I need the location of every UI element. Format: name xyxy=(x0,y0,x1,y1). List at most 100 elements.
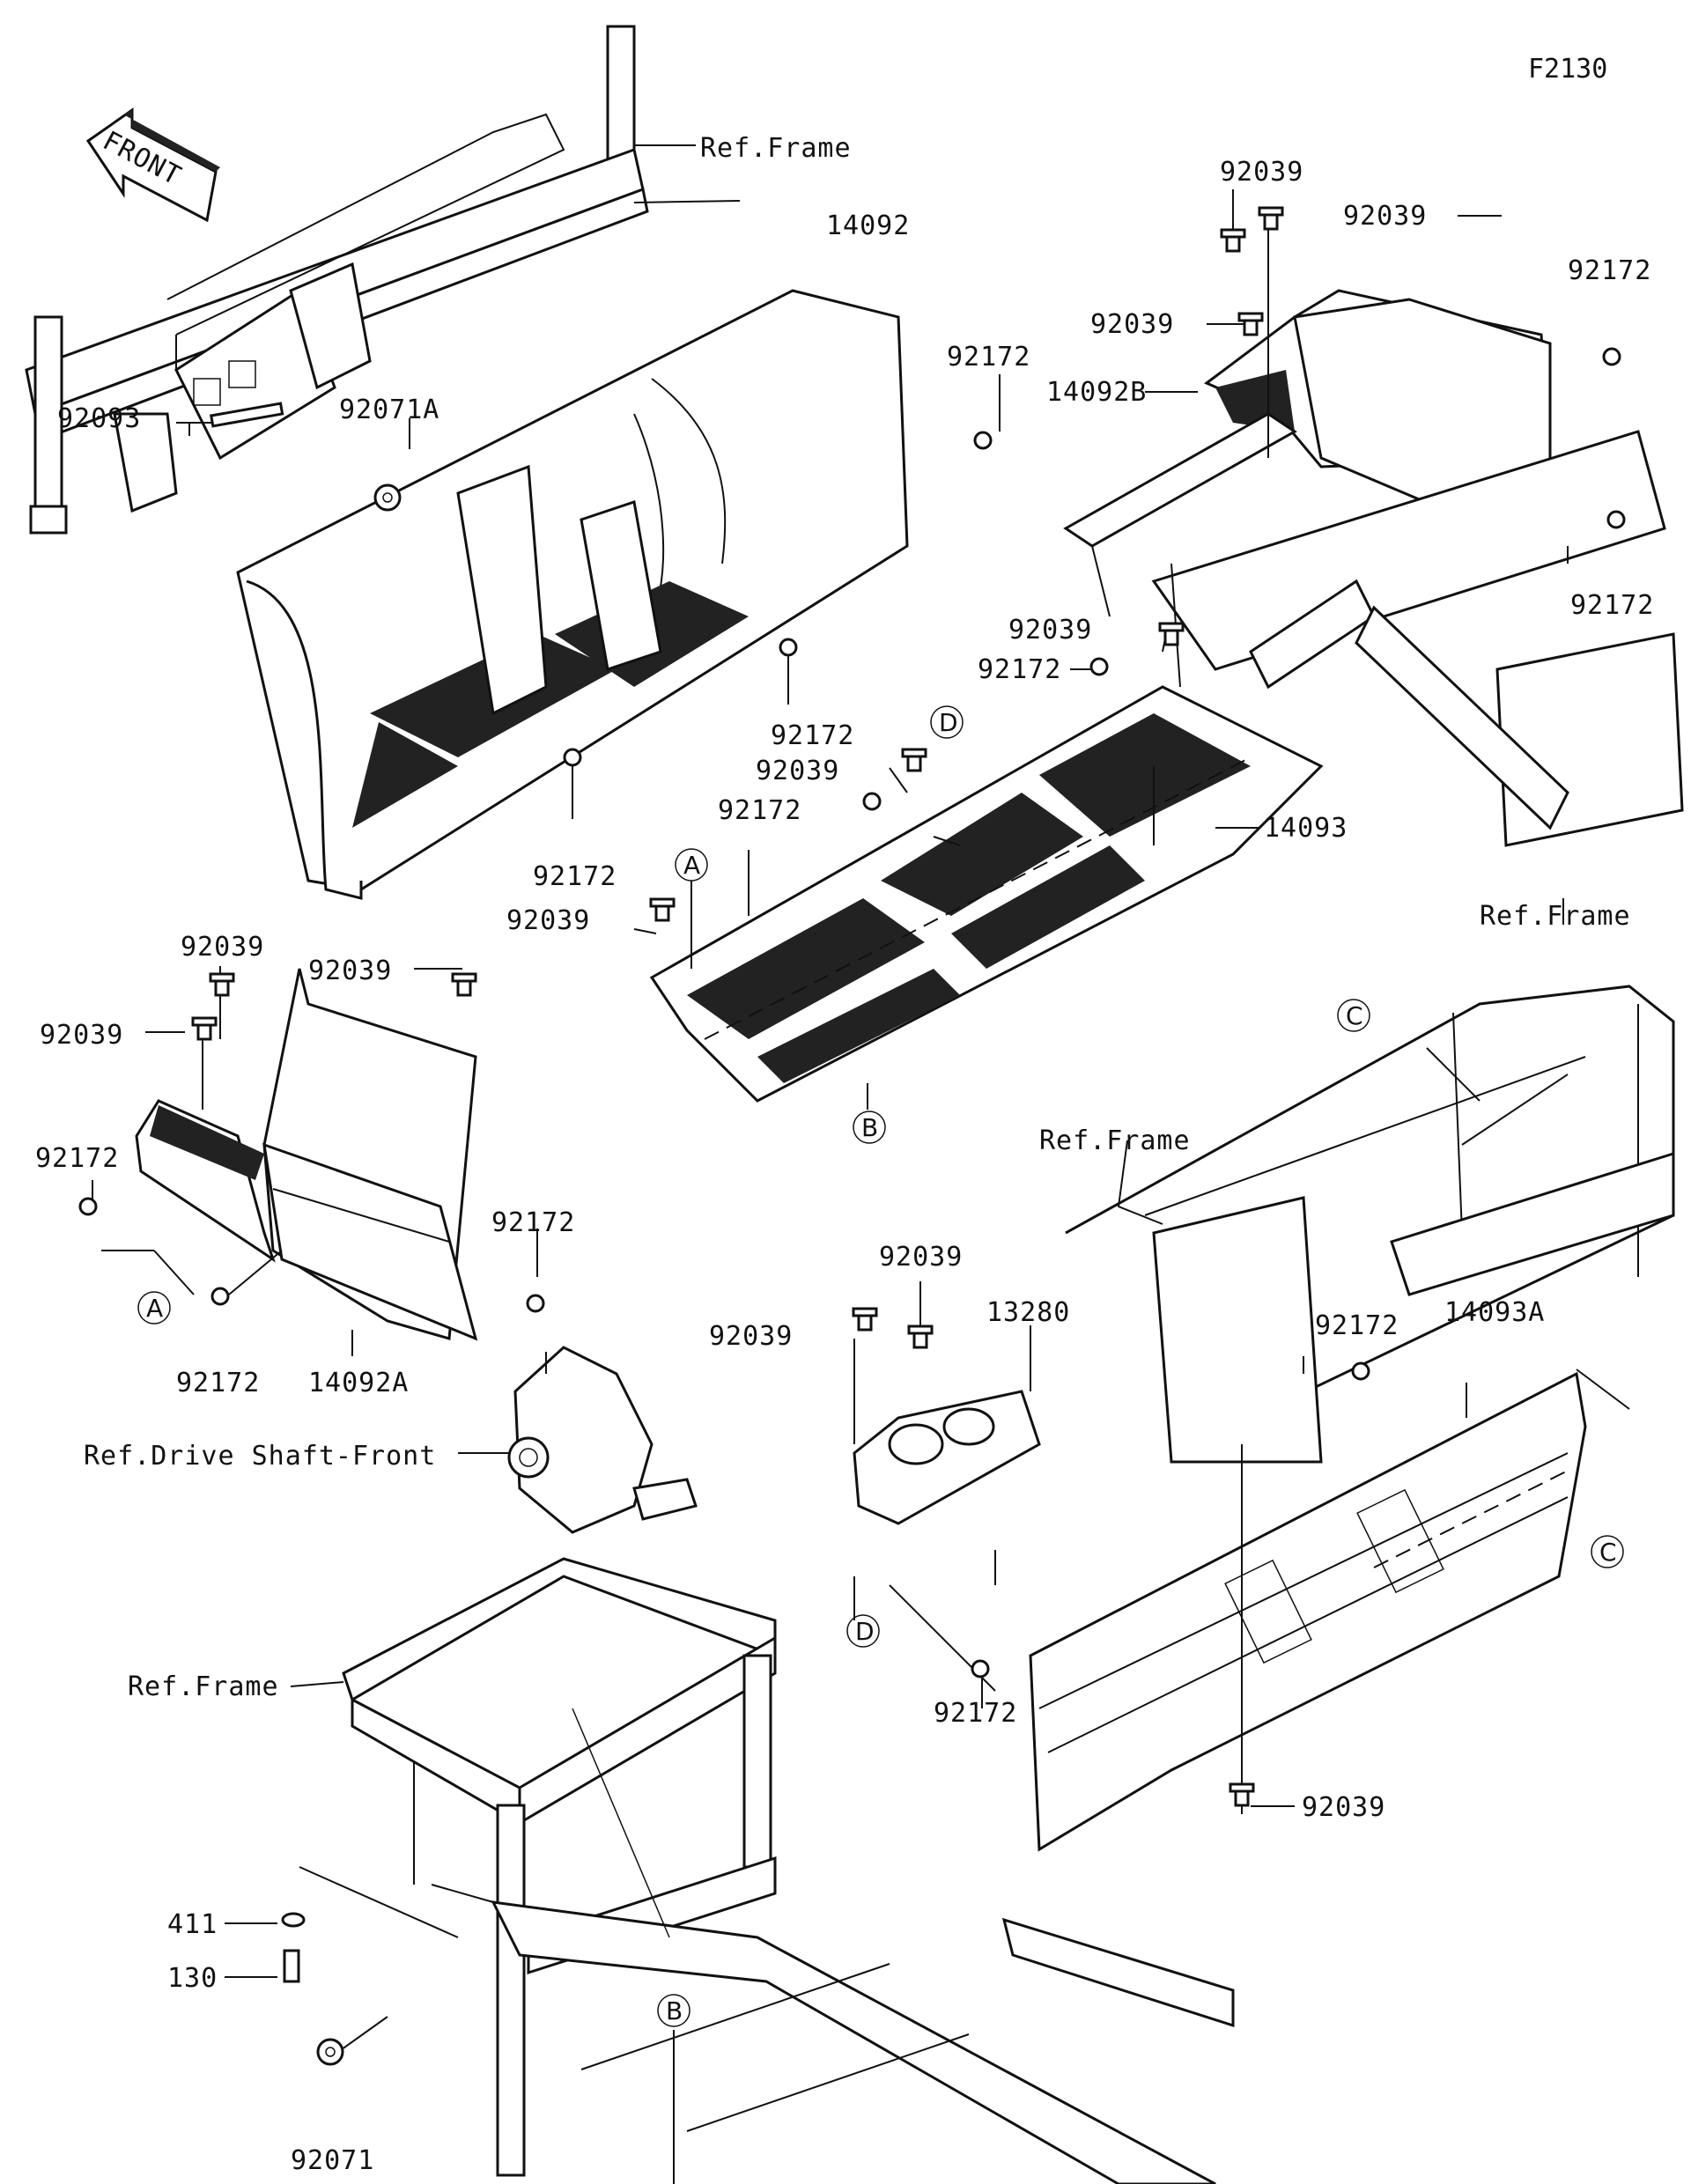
screw-92172-icon xyxy=(210,1287,230,1306)
ref-frame-label: Ref.Frame xyxy=(700,133,852,164)
ref-frame-label: Ref.Frame xyxy=(1480,901,1631,932)
marker-d-top: D xyxy=(930,705,964,739)
upper-left-frame xyxy=(25,25,649,535)
marker-a-left: A xyxy=(137,1291,171,1324)
upper-right-frame xyxy=(1063,412,1684,847)
part-92172-label: 92172 xyxy=(176,1368,260,1398)
clip-92039-icon xyxy=(907,1324,934,1349)
part-92172-label: 92172 xyxy=(718,795,801,826)
marker-b-bottom: B xyxy=(657,1994,690,2027)
lower-main-frame xyxy=(342,1557,1235,2184)
differential xyxy=(507,1346,698,1534)
ref-drive-shaft-front-label: Ref.Drive Shaft-Front xyxy=(84,1441,436,1472)
clip-92039-icon xyxy=(451,972,477,997)
screw-92172-icon xyxy=(78,1197,98,1216)
marker-d-bottom: D xyxy=(846,1614,880,1648)
figure-code: F2130 xyxy=(1528,54,1607,85)
part-14092B-label: 14092B xyxy=(1046,377,1147,408)
front-arrow-icon: FRONT xyxy=(85,107,220,223)
part-92039-label: 92039 xyxy=(709,1321,793,1352)
clip-92039-icon xyxy=(209,972,235,997)
svg-text:D: D xyxy=(855,1617,875,1646)
part-92172-label: 92172 xyxy=(1570,590,1654,621)
part-92172-label: 92172 xyxy=(1568,255,1651,286)
clip-92039-icon xyxy=(1158,622,1185,646)
marker-c-top: C xyxy=(1337,999,1370,1032)
part-92039-label: 92039 xyxy=(308,956,392,986)
clip-92039-icon xyxy=(1229,1782,1255,1807)
ref-frame-label: Ref.Frame xyxy=(128,1671,279,1702)
marker-c-right: C xyxy=(1591,1535,1624,1568)
part-92172-label: 92172 xyxy=(533,861,617,892)
rear-frame xyxy=(1065,985,1675,1464)
svg-text:C: C xyxy=(1346,1001,1363,1030)
part-92039-label: 92039 xyxy=(756,756,839,786)
part-13280-label: 13280 xyxy=(986,1297,1070,1328)
floor-mat-14093 xyxy=(649,685,1324,1103)
part-92071-label: 92071 xyxy=(291,2145,374,2176)
panel-14092A xyxy=(135,968,478,1341)
part-92071A-label: 92071A xyxy=(339,395,439,425)
part-92039-label: 92039 xyxy=(1090,309,1174,340)
strip-92093-icon xyxy=(210,402,284,428)
part-92172-label: 92172 xyxy=(491,1207,575,1238)
screw-92172-icon xyxy=(973,431,993,450)
screw-92172-icon xyxy=(1089,657,1109,676)
svg-text:B: B xyxy=(666,1996,683,2025)
panel-14092 xyxy=(236,289,909,900)
screw-92172-icon xyxy=(971,1659,990,1679)
bracket-13280 xyxy=(853,1390,1041,1525)
part-92172-label: 92172 xyxy=(934,1698,1017,1729)
part-92172-label: 92172 xyxy=(1315,1310,1399,1341)
clip-92039-icon xyxy=(1220,228,1246,253)
part-130-label: 130 xyxy=(167,1963,218,1994)
screw-92172-icon xyxy=(862,792,882,811)
ref-frame-label: Ref.Frame xyxy=(1039,1125,1191,1156)
part-92039-label: 92039 xyxy=(1343,201,1427,232)
part-14093-label: 14093 xyxy=(1264,813,1348,844)
part-92039-label: 92039 xyxy=(1008,615,1092,646)
clip-92039-icon xyxy=(852,1307,878,1332)
part-14092A-label: 14092A xyxy=(308,1368,409,1398)
washer-92071-icon xyxy=(316,2038,344,2066)
part-92039-label: 92039 xyxy=(879,1242,963,1273)
panel-14093A xyxy=(1029,1371,1587,1852)
reference-markers: D A B A C C D B xyxy=(137,705,1624,2027)
washer-92071A-icon xyxy=(373,483,402,512)
part-92172-label: 92172 xyxy=(35,1143,119,1174)
leader-lines xyxy=(92,144,1630,2184)
part-92039-label: 92039 xyxy=(40,1020,123,1051)
svg-text:C: C xyxy=(1599,1538,1617,1567)
clip-92039-icon xyxy=(1237,312,1264,336)
svg-text:A: A xyxy=(146,1294,163,1323)
screw-92172-icon xyxy=(563,748,582,767)
washer-411-icon xyxy=(281,1912,306,1928)
screw-92172-icon xyxy=(1606,510,1626,529)
screw-92172-icon xyxy=(1351,1361,1370,1381)
part-92093-label: 92093 xyxy=(57,403,141,434)
clip-92039-icon xyxy=(191,1016,218,1041)
part-92039-label: 92039 xyxy=(181,932,264,963)
screw-92172-icon xyxy=(1602,347,1621,366)
svg-text:B: B xyxy=(861,1113,878,1142)
screw-92172-icon xyxy=(779,638,798,657)
part-92039-label: 92039 xyxy=(1302,1792,1385,1823)
part-92172-label: 92172 xyxy=(978,654,1061,685)
part-411-label: 411 xyxy=(167,1909,218,1940)
clip-92039-icon xyxy=(649,897,676,922)
marker-a-top: A xyxy=(675,848,708,882)
bolt-130-icon xyxy=(283,1949,300,1983)
svg-text:A: A xyxy=(683,851,700,880)
part-labels: Ref.Frame 14092 92172 92071A 92093 92172… xyxy=(35,133,1654,2176)
screw-92172-icon xyxy=(526,1294,545,1313)
fastener-icons xyxy=(78,206,1626,2066)
part-92039-label: 92039 xyxy=(506,905,590,936)
part-14093A-label: 14093A xyxy=(1444,1297,1545,1328)
part-92172-label: 92172 xyxy=(947,342,1030,373)
part-92172-label: 92172 xyxy=(771,720,854,751)
marker-b-top: B xyxy=(853,1110,886,1144)
clip-92039-icon xyxy=(1258,206,1284,231)
part-92039-label: 92039 xyxy=(1220,157,1303,188)
